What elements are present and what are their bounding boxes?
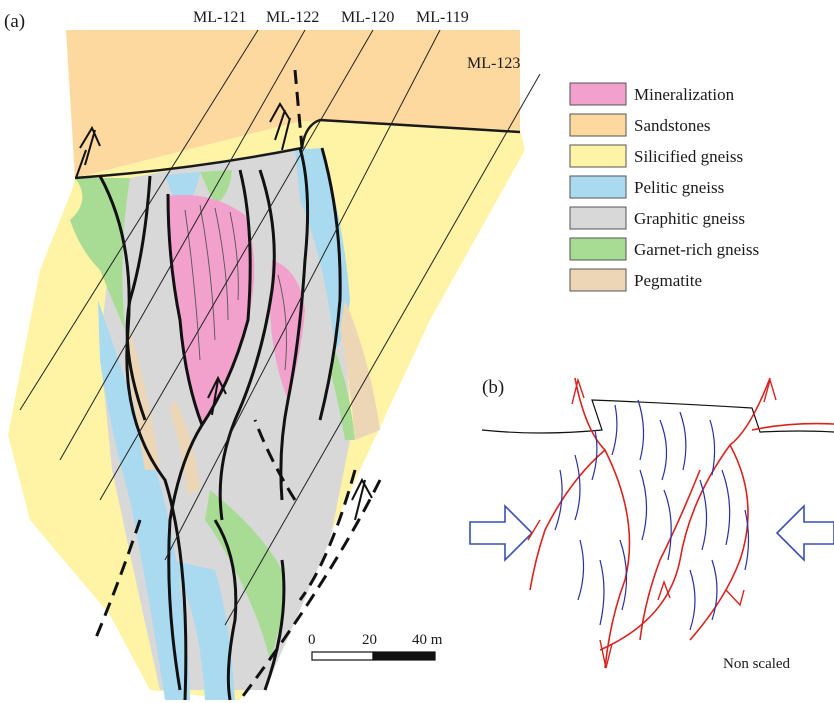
legend-label: Pelitic gneiss (634, 178, 724, 197)
legend-swatch (569, 237, 627, 261)
legend-label: Sandstones (634, 116, 711, 135)
fault-arrow-center (207, 375, 227, 416)
scale-tick-20: 20 (362, 632, 377, 648)
fault-arrows (75, 102, 373, 521)
legend-label: Pegmatite (634, 271, 702, 290)
blue-veins (554, 399, 750, 631)
scale-bar-white-segment (311, 651, 374, 661)
red-shear-faults (529, 377, 834, 669)
panel-b-label: (b) (482, 377, 504, 398)
surface-line (481, 399, 834, 434)
legend-label: Mineralization (634, 85, 735, 104)
drillhole-label-ml-123: ML-123 (467, 55, 520, 72)
legend-swatch (569, 268, 627, 292)
legend-label: Graphitic gneiss (634, 209, 745, 228)
garnet-rich-gneiss-lens-right (330, 350, 355, 440)
scale-tick-0: 0 (308, 632, 316, 648)
legend-swatch (569, 175, 627, 199)
right-compression-arrow-icon (775, 504, 834, 562)
pelitic-gneiss-band-left (98, 300, 190, 700)
scale-tick-40m: 40 m (412, 632, 443, 648)
legend-swatch (569, 82, 627, 106)
mineralization-lens-right (270, 260, 305, 400)
garnet-rich-gneiss-lens-left (70, 178, 130, 330)
fault-arrow-left (75, 125, 101, 179)
garnet-rich-gneiss-lens-top (200, 170, 232, 205)
legend: Mineralization Sandstones Silicified gne… (569, 82, 759, 292)
drillhole-label-ml-122: ML-122 (266, 9, 319, 26)
legend-label: Garnet-rich gneiss (634, 240, 759, 259)
shear-zone-boundaries (98, 147, 342, 701)
drillhole-label-ml-119: ML-119 (416, 9, 469, 26)
red-shear-arrows (527, 377, 777, 669)
pegmatite-lens-left (125, 330, 160, 470)
pelitic-gneiss-band-lower (170, 560, 235, 700)
pegmatite-lens-right (340, 300, 380, 440)
drillhole-label-ml-120: ML-120 (341, 9, 394, 26)
panel-a-label: (a) (4, 11, 25, 32)
non-scaled-note: Non scaled (723, 656, 791, 672)
cross-section-map (8, 29, 541, 701)
left-compression-arrow-icon (469, 504, 534, 562)
legend-swatch (569, 113, 627, 137)
scale-bar: 0 20 40 m (308, 632, 443, 661)
pegmatite-lens-center (170, 400, 200, 495)
dashed-faults (93, 69, 382, 701)
drillhole-label-ml-121: ML-121 (193, 9, 246, 26)
fault-arrow-lower-right (351, 477, 373, 521)
pelitic-gneiss-band-top (165, 172, 200, 215)
legend-swatch (569, 144, 627, 168)
drillhole-traces (19, 29, 541, 626)
legend-label: Silicified gneiss (634, 147, 743, 166)
mineralization-fractures (184, 204, 287, 371)
fault-arrow-right (269, 102, 291, 151)
conceptual-model (469, 377, 834, 669)
legend-swatch (569, 206, 627, 230)
unconformity-line (74, 118, 521, 180)
sandstone-unit (66, 30, 520, 178)
scale-bar-black-segment (372, 651, 436, 661)
garnet-rich-gneiss-lens-center (205, 490, 285, 660)
